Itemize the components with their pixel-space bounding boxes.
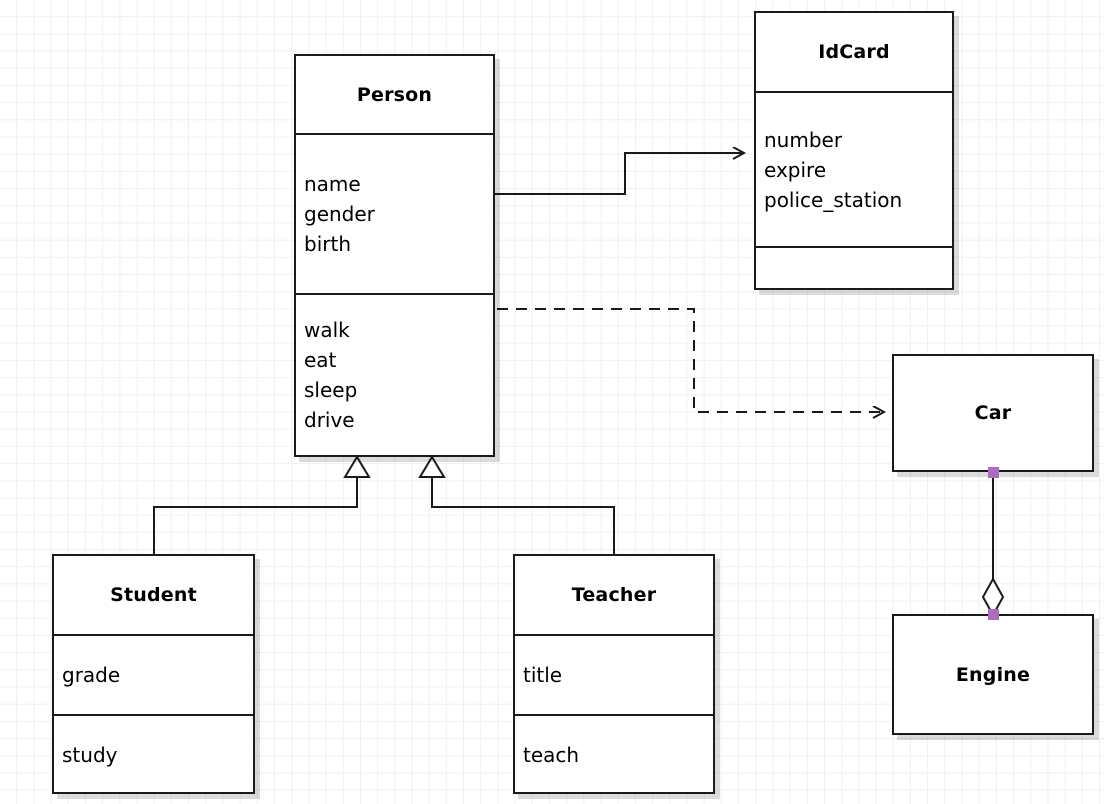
class-name-student: Student bbox=[110, 584, 197, 606]
class-name-car: Car bbox=[974, 402, 1012, 424]
attribute-item: name bbox=[304, 172, 361, 196]
method-item: sleep bbox=[304, 378, 358, 402]
aggregation-car-engine[interactable] bbox=[981, 472, 1005, 618]
dependency-person-car[interactable] bbox=[497, 308, 884, 412]
methods-idcard bbox=[756, 246, 952, 288]
attributes-person: name gender birth bbox=[296, 133, 493, 293]
class-box-teacher[interactable]: Teacher title teach bbox=[513, 554, 715, 794]
attribute-item: grade bbox=[62, 663, 121, 687]
attribute-item: number bbox=[764, 127, 843, 152]
attribute-item: birth bbox=[304, 232, 351, 256]
methods-teacher: teach bbox=[515, 714, 713, 794]
class-box-car[interactable]: Car bbox=[892, 354, 1094, 472]
connector-handle-car[interactable] bbox=[988, 467, 999, 478]
attribute-item: police_station bbox=[764, 187, 903, 212]
method-item: eat bbox=[304, 348, 337, 372]
class-box-engine[interactable]: Engine bbox=[892, 614, 1094, 735]
method-item: drive bbox=[304, 408, 355, 432]
class-box-person[interactable]: Person name gender birth walk eat sleep … bbox=[294, 54, 495, 457]
attributes-idcard: number expire police_station bbox=[756, 91, 952, 246]
connector-handle-engine[interactable] bbox=[988, 609, 999, 620]
generalization-teacher-person[interactable] bbox=[418, 455, 615, 554]
class-name-idcard: IdCard bbox=[818, 41, 890, 63]
class-name-teacher: Teacher bbox=[571, 584, 657, 606]
class-box-student[interactable]: Student grade study bbox=[52, 554, 255, 794]
method-item: teach bbox=[523, 743, 580, 767]
methods-person: walk eat sleep drive bbox=[296, 293, 493, 455]
class-box-idcard[interactable]: IdCard number expire police_station bbox=[754, 11, 954, 290]
method-item: walk bbox=[304, 318, 350, 342]
class-name-engine: Engine bbox=[955, 663, 1031, 686]
attributes-teacher: title bbox=[515, 634, 713, 714]
association-person-idcard[interactable] bbox=[495, 153, 744, 195]
attribute-item: expire bbox=[764, 157, 827, 182]
class-name-person: Person bbox=[356, 83, 433, 106]
attributes-student: grade bbox=[54, 634, 253, 714]
attribute-item: title bbox=[523, 663, 563, 687]
attribute-item: gender bbox=[304, 202, 375, 226]
methods-student: study bbox=[54, 714, 253, 794]
generalization-student-person[interactable] bbox=[153, 455, 371, 554]
method-item: study bbox=[62, 743, 118, 767]
